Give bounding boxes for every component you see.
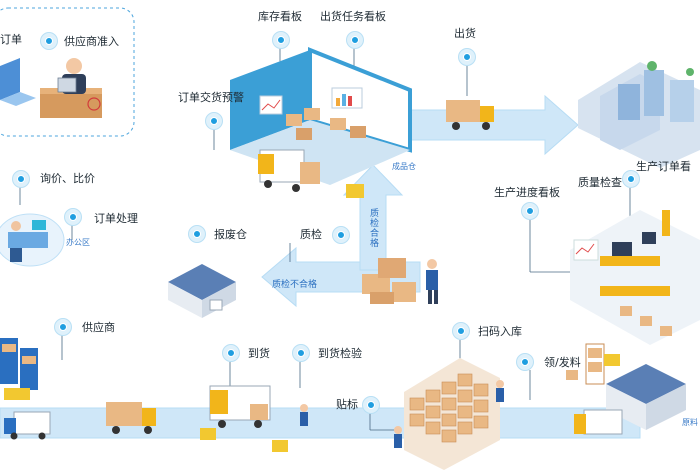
label-order-processing: 订单处理 xyxy=(94,212,138,225)
pin-icon[interactable] xyxy=(452,322,470,340)
label-shipping-task-board: 出货任务看板 xyxy=(320,10,386,23)
pin-icon[interactable] xyxy=(362,396,380,414)
label-delivery-warning: 订单交货预警 xyxy=(178,91,244,104)
label-scan-inbound: 扫码入库 xyxy=(478,325,522,338)
label-quality-inspection: 质量检查 xyxy=(578,176,622,189)
quality-check-illustration xyxy=(362,258,438,304)
pin-icon[interactable] xyxy=(272,31,290,49)
finished-goods-warehouse-illustration xyxy=(230,47,412,198)
storage-racks-illustration xyxy=(394,358,504,470)
factory-illustration xyxy=(578,61,700,168)
scrap-warehouse-illustration xyxy=(168,264,236,318)
shipping-truck-illustration xyxy=(446,100,494,130)
pin-icon[interactable] xyxy=(292,344,310,362)
label-production-progress-board: 生产进度看板 xyxy=(494,186,560,199)
label-office-area: 办公区 xyxy=(66,238,90,247)
label-arrival: 到货 xyxy=(248,347,270,360)
label-production-order-board: 生产订单看 xyxy=(636,160,691,173)
pin-icon[interactable] xyxy=(64,208,82,226)
label-order: 订单 xyxy=(0,33,22,46)
pin-icon[interactable] xyxy=(40,32,58,50)
pin-icon[interactable] xyxy=(222,344,240,362)
label-scrap-warehouse: 报废仓 xyxy=(214,228,247,241)
pin-icon[interactable] xyxy=(188,225,206,243)
label-labeling: 贴标 xyxy=(336,398,358,411)
label-supplier: 供应商 xyxy=(82,321,115,334)
pin-icon[interactable] xyxy=(12,170,30,188)
label-shipping: 出货 xyxy=(454,27,476,40)
pin-icon[interactable] xyxy=(516,353,534,371)
label-inventory-board: 库存看板 xyxy=(258,10,302,23)
label-qc: 质检 xyxy=(300,228,322,241)
label-issue-material: 领/发料 xyxy=(544,356,581,369)
pin-icon[interactable] xyxy=(521,202,539,220)
label-supplier-access: 供应商准入 xyxy=(64,35,119,48)
label-inquiry-compare: 询价、比价 xyxy=(40,172,95,185)
pin-icon[interactable] xyxy=(346,31,364,49)
raw-material-illustration xyxy=(566,343,686,435)
arrival-illustration xyxy=(106,385,308,452)
pin-icon[interactable] xyxy=(54,318,72,336)
order-office-illustration xyxy=(0,58,102,118)
pin-icon[interactable] xyxy=(332,226,350,244)
label-qc-pass: 质检合格 xyxy=(368,208,378,248)
office-area-illustration xyxy=(0,213,65,267)
supplier-frame xyxy=(0,7,135,137)
supplier-illustration xyxy=(0,338,51,440)
label-arrival-inspection: 到货检验 xyxy=(318,347,362,360)
production-line-illustration xyxy=(570,210,700,345)
pin-icon[interactable] xyxy=(622,170,640,188)
label-finished-goods-warehouse: 成品仓 xyxy=(392,162,416,171)
label-raw-material: 原料 xyxy=(682,418,698,427)
label-qc-fail: 质检不合格 xyxy=(272,280,318,290)
pin-icon[interactable] xyxy=(205,112,223,130)
pin-icon[interactable] xyxy=(458,48,476,66)
arrow-bottom-inbound xyxy=(0,407,641,439)
